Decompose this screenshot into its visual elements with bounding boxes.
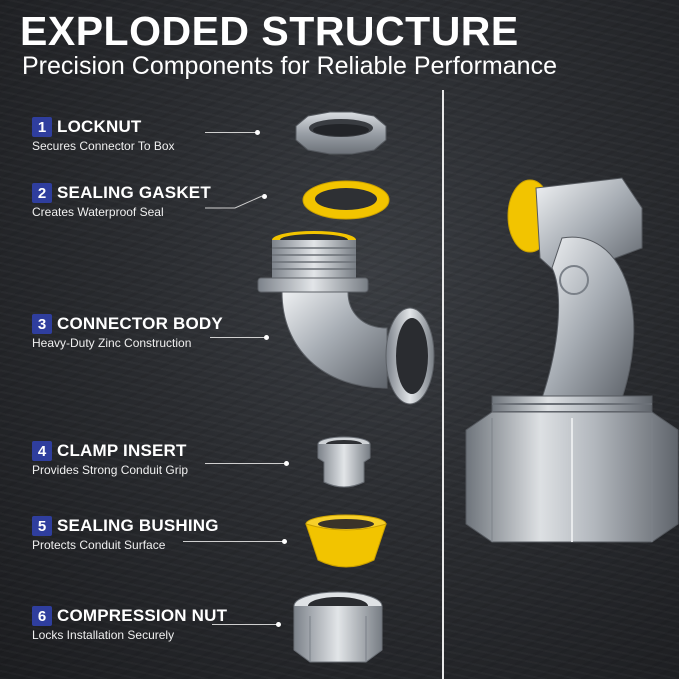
leader-dot [284, 461, 289, 466]
leader-dot [276, 622, 281, 627]
locknut-image [295, 111, 387, 155]
component-description: Creates Waterproof Seal [32, 205, 164, 219]
leader-dot [262, 194, 267, 199]
leader-line [210, 337, 265, 338]
component-name: SEALING GASKET [57, 183, 211, 202]
assembled-connector-image [465, 177, 679, 543]
component-description: Provides Strong Conduit Grip [32, 463, 189, 477]
component-description: Protects Conduit Surface [32, 538, 166, 552]
leader-line [183, 541, 283, 542]
page-subtitle: Precision Components for Reliable Perfor… [22, 52, 557, 80]
clamp-insert-image [317, 436, 371, 488]
component-description: Locks Installation Securely [32, 628, 175, 642]
component-name: CONNECTOR BODY [57, 314, 223, 333]
leader-line [205, 132, 257, 133]
component-label-clamp-insert: 4 CLAMP INSERT Provides Strong Conduit G… [32, 440, 188, 477]
connector-body-image [257, 231, 435, 405]
number-badge: 2 [32, 183, 52, 203]
leader-dot [282, 539, 287, 544]
component-label-sealing-bushing: 5 SEALING BUSHING Protects Conduit Surfa… [32, 515, 219, 552]
sealing-bushing-image [305, 514, 387, 568]
section-divider [442, 90, 444, 679]
leader-line [205, 463, 285, 464]
component-label-compression-nut: 6 COMPRESSION NUT Locks Installation Sec… [32, 605, 227, 642]
component-label-sealing-gasket: 2 SEALING GASKET Creates Waterproof Seal [32, 182, 211, 219]
number-badge: 6 [32, 606, 52, 626]
component-label-locknut: 1 LOCKNUT Secures Connector To Box [32, 116, 175, 153]
sealing-gasket-image [302, 180, 390, 220]
leader-dot [255, 130, 260, 135]
page-title: EXPLODED STRUCTURE [20, 8, 519, 54]
number-badge: 4 [32, 441, 52, 461]
component-name: LOCKNUT [57, 117, 142, 136]
number-badge: 1 [32, 117, 52, 137]
component-name: SEALING BUSHING [57, 516, 219, 535]
component-label-connector-body: 3 CONNECTOR BODY Heavy-Duty Zinc Constru… [32, 313, 223, 350]
number-badge: 3 [32, 314, 52, 334]
leader-dot [264, 335, 269, 340]
component-name: CLAMP INSERT [57, 441, 187, 460]
compression-nut-image [293, 591, 383, 663]
leader-line [212, 624, 277, 625]
component-description: Heavy-Duty Zinc Construction [32, 336, 192, 350]
component-name: COMPRESSION NUT [57, 606, 228, 625]
component-description: Secures Connector To Box [32, 139, 175, 153]
number-badge: 5 [32, 516, 52, 536]
